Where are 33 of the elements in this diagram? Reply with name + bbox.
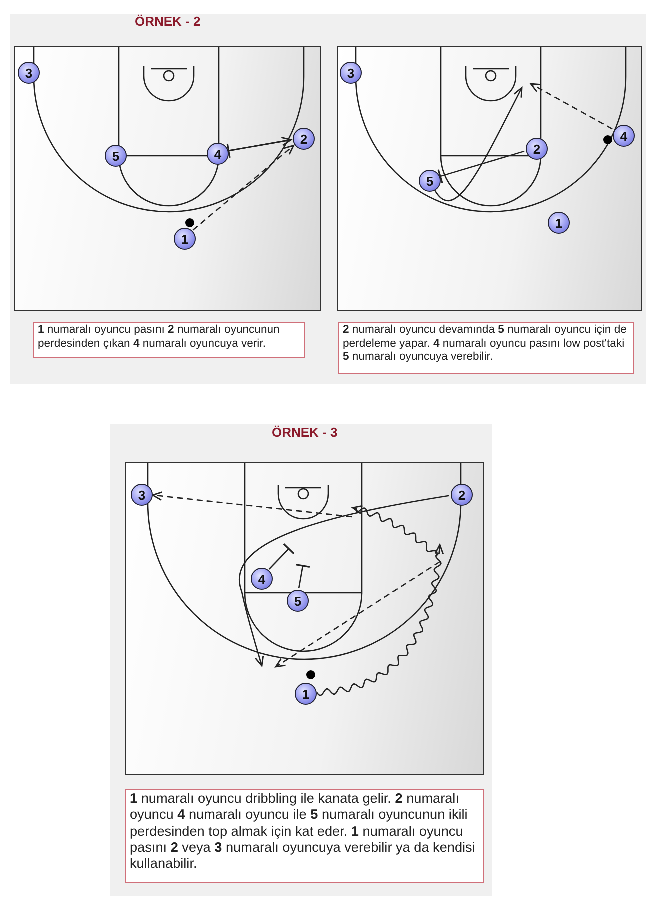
player-marker: 2	[451, 484, 473, 506]
player-marker: 4	[207, 143, 229, 165]
player-marker: 4	[613, 125, 635, 147]
court	[337, 46, 642, 311]
player-marker: 5	[287, 590, 309, 612]
player-marker: 1	[548, 212, 570, 234]
heading: ÖRNEK - 2	[135, 14, 201, 29]
player-marker: 3	[131, 484, 153, 506]
court	[14, 46, 321, 311]
player-marker: 1	[295, 683, 317, 705]
caption-text: 1 numaralı oyuncu pasını 2 numaralı oyuncunun perdesinden çıkan 4 numaralı oyuncuya verir.	[33, 322, 305, 358]
screen-line	[295, 564, 311, 588]
dashed-arrow	[192, 145, 295, 231]
player-marker: 3	[340, 62, 362, 84]
heading: ÖRNEK - 3	[272, 425, 338, 440]
screen-line	[438, 150, 525, 184]
arrow	[434, 87, 523, 202]
player-marker: 3	[18, 62, 40, 84]
player-marker: 4	[251, 568, 273, 590]
player-marker: 5	[419, 170, 441, 192]
arrow	[239, 495, 450, 667]
wavy-arrow	[316, 544, 444, 696]
caption-text: 1 numaralı oyuncu dribbling ile kanata gelir. 2 numaralı oyuncu 4 numaralı oyuncu ile 5 numaralı oyuncunun ikili perdesinden top almak için kat eder. 1 numaralı oyuncu pasını 2 veya 3 numaralı oyuncuya verebilir ya da kendisi kullanabilir.	[125, 789, 484, 883]
player-marker: 2	[526, 138, 548, 160]
arrow	[228, 136, 292, 152]
player-marker: 2	[293, 128, 315, 150]
dashed-arrow	[530, 83, 613, 130]
screen-line	[268, 543, 295, 570]
player-marker: 1	[174, 228, 196, 250]
court	[125, 462, 484, 775]
caption-text: 2 numaralı oyuncu devamında 5 numaralı oyuncu için de perdeleme yapar. 4 numaralı oyuncu pasını low post'taki 5 numaralı oyuncuya verebilir.	[338, 322, 634, 374]
player-marker: 5	[105, 145, 127, 167]
dashed-arrow	[152, 492, 352, 518]
